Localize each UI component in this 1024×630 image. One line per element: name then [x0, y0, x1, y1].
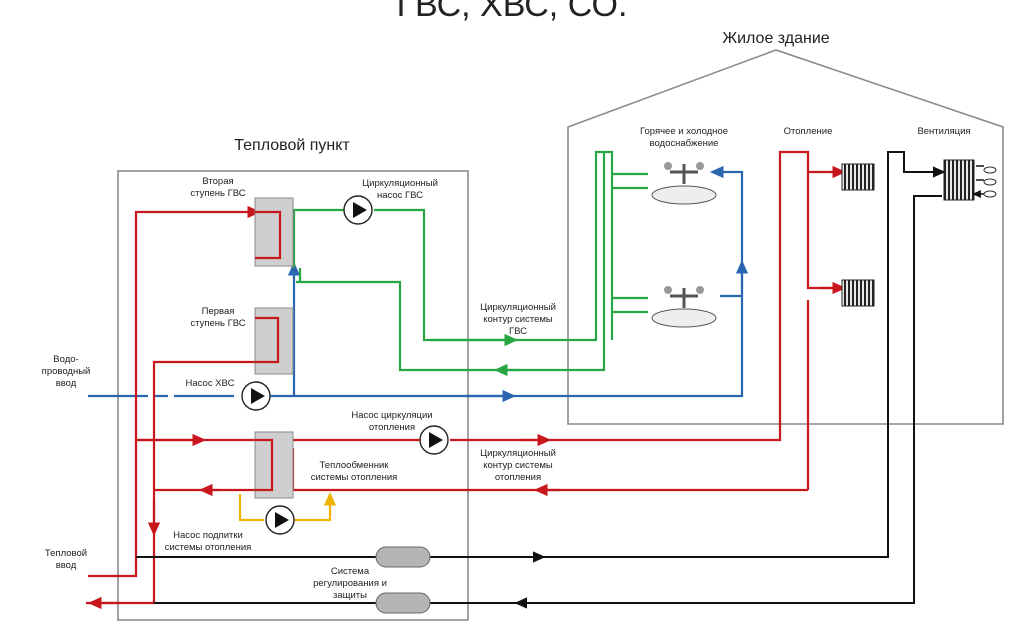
diagram-labels: Горячее и холодное водоснабжение Отоплен…: [42, 126, 971, 601]
makeup-pump-label-1: Насос подпитки: [173, 530, 243, 541]
cold-water-pump: [241, 381, 271, 411]
exchanger-hot-inlets: [255, 210, 282, 492]
heating-exchanger: [254, 431, 294, 499]
control-lines: [136, 151, 946, 609]
control-label-1: Система: [331, 566, 370, 577]
control-unit-supply: [375, 546, 431, 568]
radiator-lower: [841, 279, 875, 307]
water-label-1: Горячее и холодное: [640, 126, 728, 137]
building-label: Жилое здание: [722, 30, 829, 47]
dhw-stage2-label-2: ступень ГВС: [190, 188, 245, 199]
sink-lower: [651, 286, 717, 328]
ventilation-heater: [943, 159, 975, 201]
fan-icon: [983, 166, 997, 198]
heating-loop-label-3: отопления: [495, 472, 541, 483]
sink-upper: [651, 162, 717, 205]
makeup-pump: [265, 505, 295, 535]
heat-pump-label-1: Насос циркуляции: [351, 410, 432, 421]
water-main-label-3: ввод: [56, 378, 77, 389]
control-unit-return: [375, 592, 431, 614]
heating-loop-label-2: контур системы: [483, 460, 553, 471]
exchanger-label-1: Теплообменник: [320, 460, 390, 471]
dhw-loop-label-3: ГВС: [509, 326, 527, 337]
airflow-arrows: [976, 165, 984, 194]
dhw-loop-label-2: контур системы: [483, 314, 553, 325]
heat-main-label-2: ввод: [56, 560, 77, 571]
cold-water-pipes: [88, 165, 749, 403]
heating-loop-label-1: Циркуляционный: [480, 448, 556, 459]
dhw-pump-label-1: Циркуляционный: [362, 178, 438, 189]
dhw-pump-label-2: насос ГВС: [377, 190, 423, 201]
water-main-label-1: Водо-: [53, 354, 78, 365]
substation-label: Тепловой пункт: [234, 137, 350, 154]
dhw-stage2-label-1: Вторая: [202, 176, 233, 187]
makeup-pipes: [238, 491, 337, 522]
water-label-2: водоснабжение: [650, 138, 719, 149]
dhw-pipes: [292, 150, 648, 377]
control-label-3: защиты: [333, 590, 367, 601]
heating-circulation-pump: [419, 425, 449, 455]
radiator-upper: [841, 163, 875, 191]
heat-pump-label-2: отопления: [369, 422, 415, 433]
dhw-circulation-pump: [343, 195, 373, 225]
dhw-loop-label-1: Циркуляционный: [480, 302, 556, 313]
ventilation-label: Вентиляция: [917, 126, 970, 137]
dhw-stage1-label-1: Первая: [202, 306, 235, 317]
heat-main-label-1: Тепловой: [45, 548, 87, 559]
control-label-2: регулирования и: [313, 578, 387, 589]
dhw-stage1-label-2: ступень ГВС: [190, 318, 245, 329]
page-title: ГВС, ХВС, СО.: [397, 0, 628, 24]
water-main-label-2: проводный: [42, 366, 91, 377]
makeup-pump-label-2: системы отопления: [165, 542, 252, 553]
heating-label: Отопление: [784, 126, 833, 137]
cold-pump-label: Насос ХВС: [186, 378, 235, 389]
building-outline: [567, 49, 1004, 425]
dhw-stage2-exchanger: [254, 197, 294, 267]
exchanger-label-2: системы отопления: [311, 472, 398, 483]
